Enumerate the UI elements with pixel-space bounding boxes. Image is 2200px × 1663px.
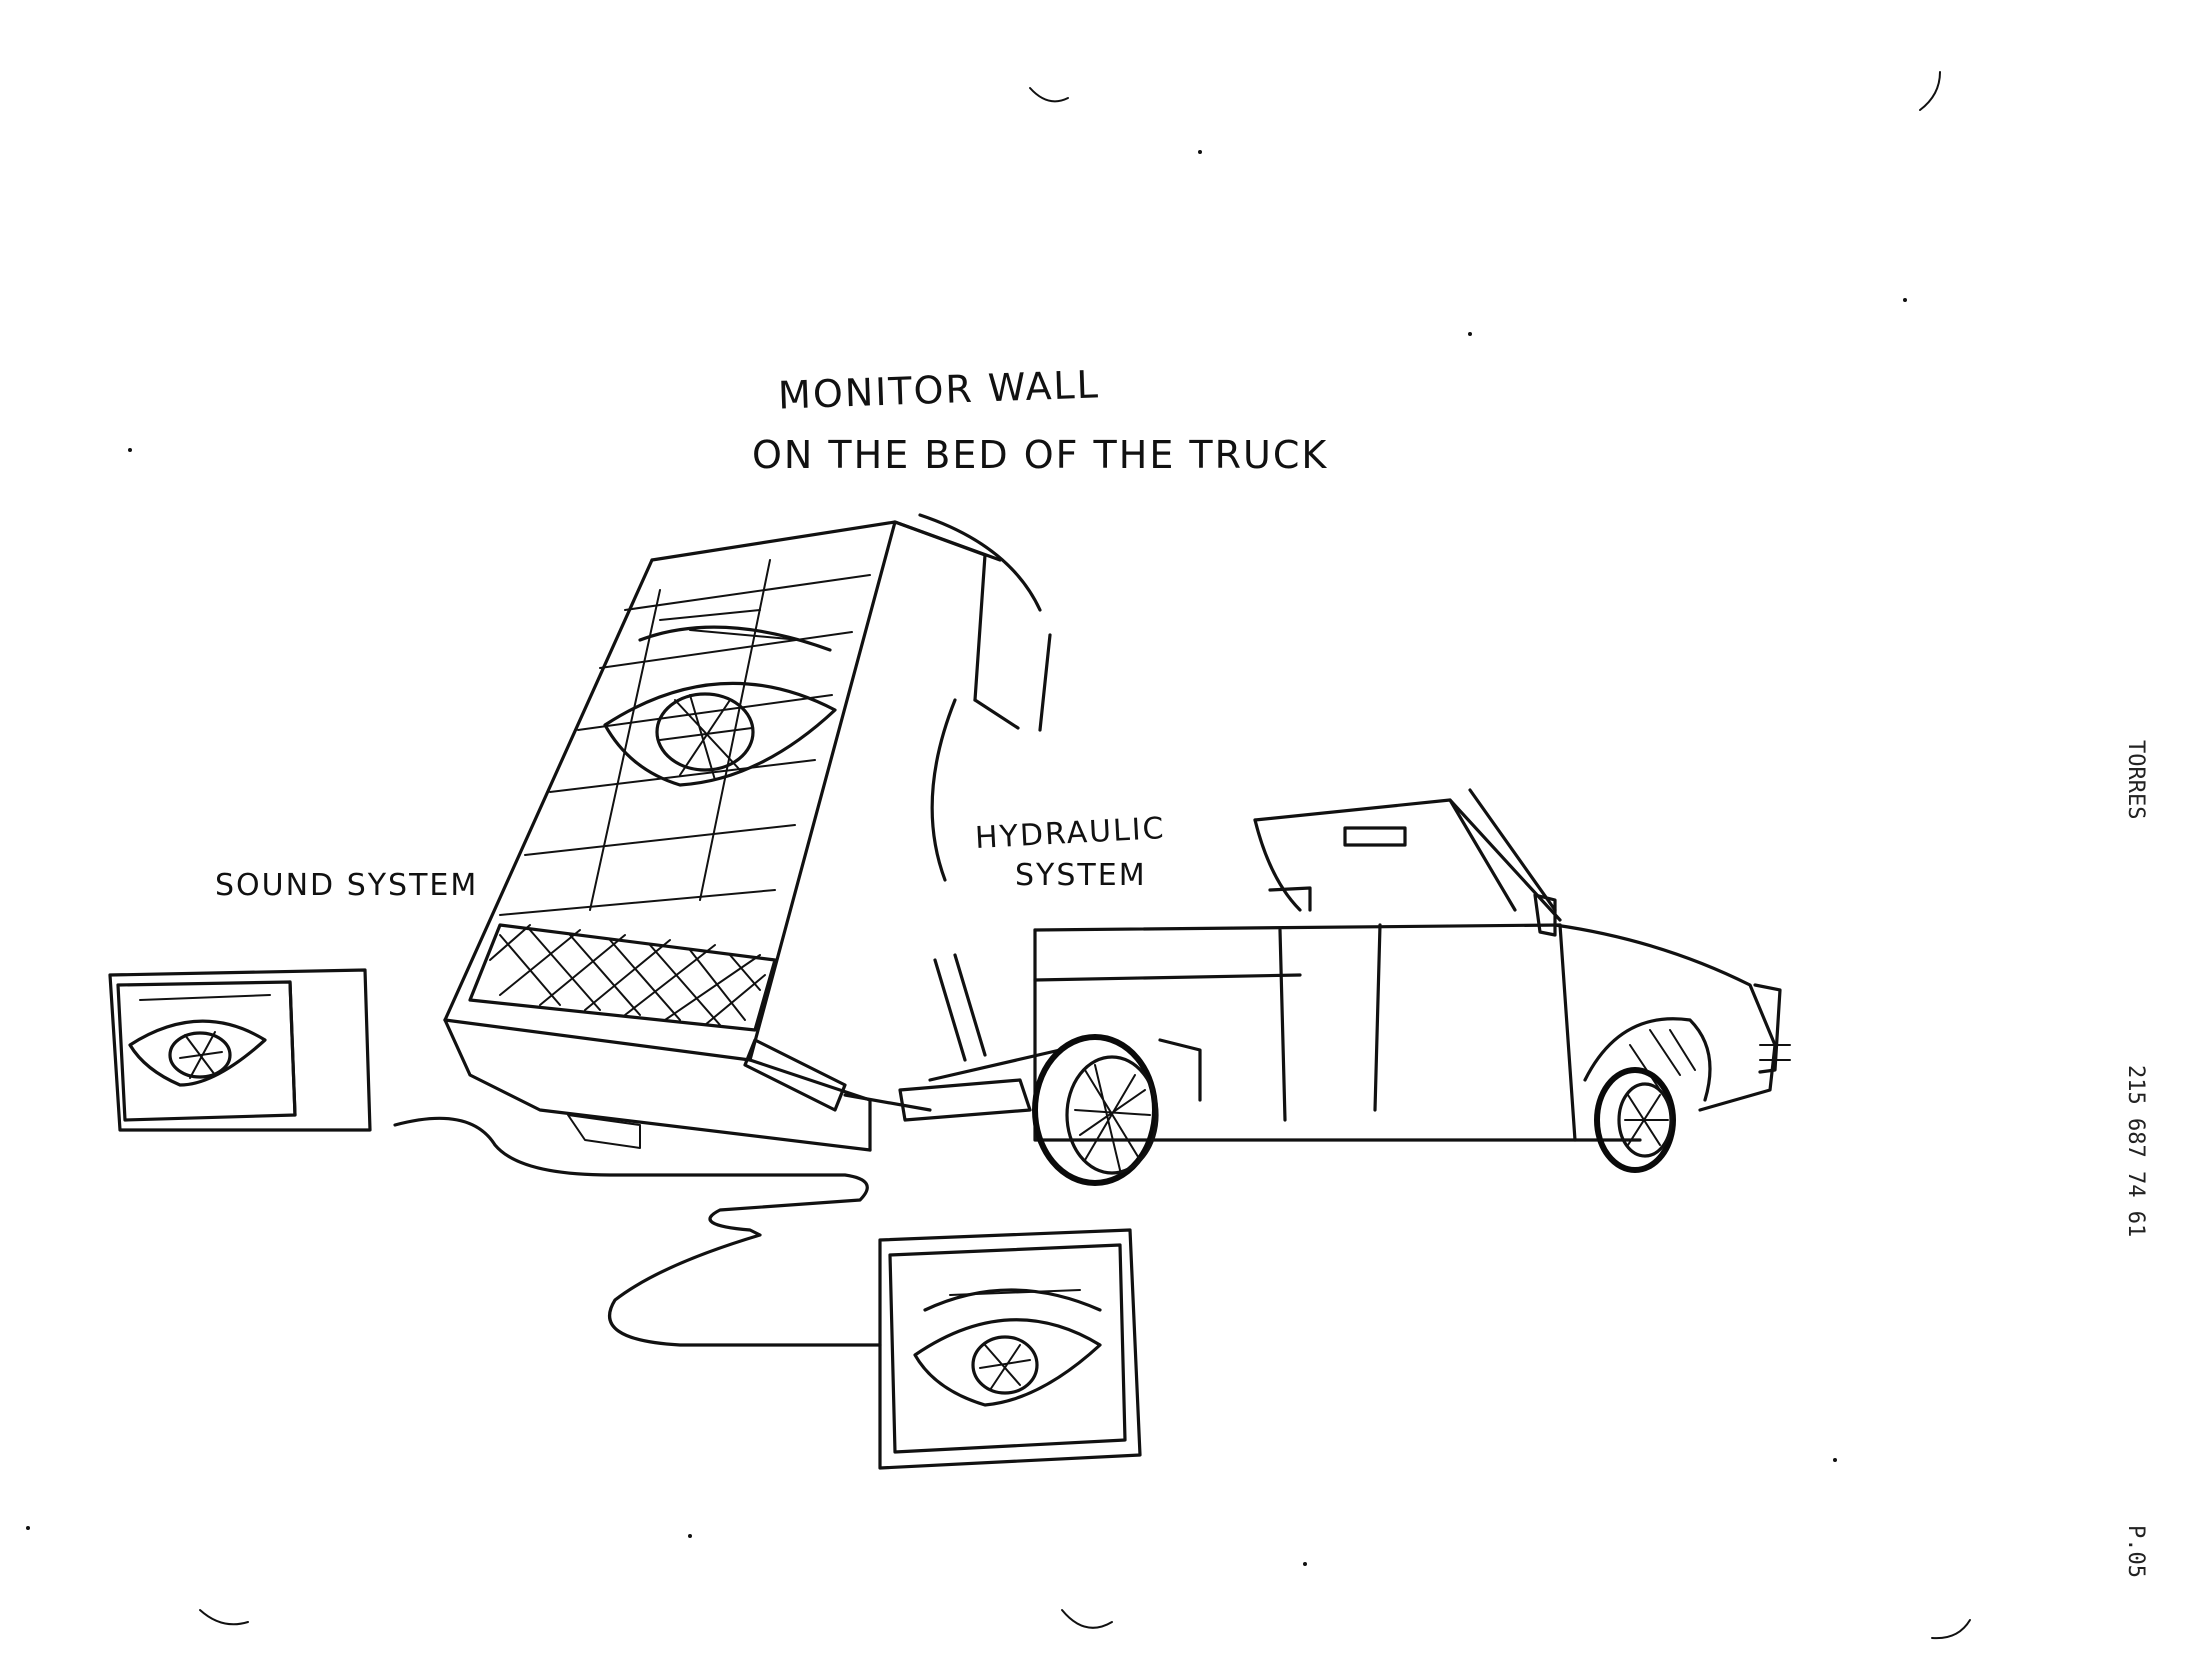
connecting-cable (393, 1116, 882, 1347)
front-wheel (1594, 1067, 1676, 1173)
pickup-truck (1033, 788, 1791, 1142)
rear-wheel (1032, 1034, 1202, 1186)
fax-phone-number: 215 687 74 61 (2123, 1065, 2148, 1238)
monitor-wall (443, 513, 1052, 1152)
paper-marks (26, 71, 1971, 1640)
hydraulic-arm (743, 698, 1062, 1122)
left-monitor (108, 968, 372, 1132)
monitor-wall-label-line2: ON THE BED OF THE TRUCK (752, 433, 1329, 477)
fax-page-number: P.05 (2123, 1525, 2148, 1578)
hydraulic-system-label-line2: SYSTEM (1015, 858, 1147, 893)
fax-sender-fragment: TORRES (2123, 740, 2148, 820)
sound-system-label: SOUND SYSTEM (215, 868, 479, 903)
bottom-monitor (878, 1228, 1142, 1470)
